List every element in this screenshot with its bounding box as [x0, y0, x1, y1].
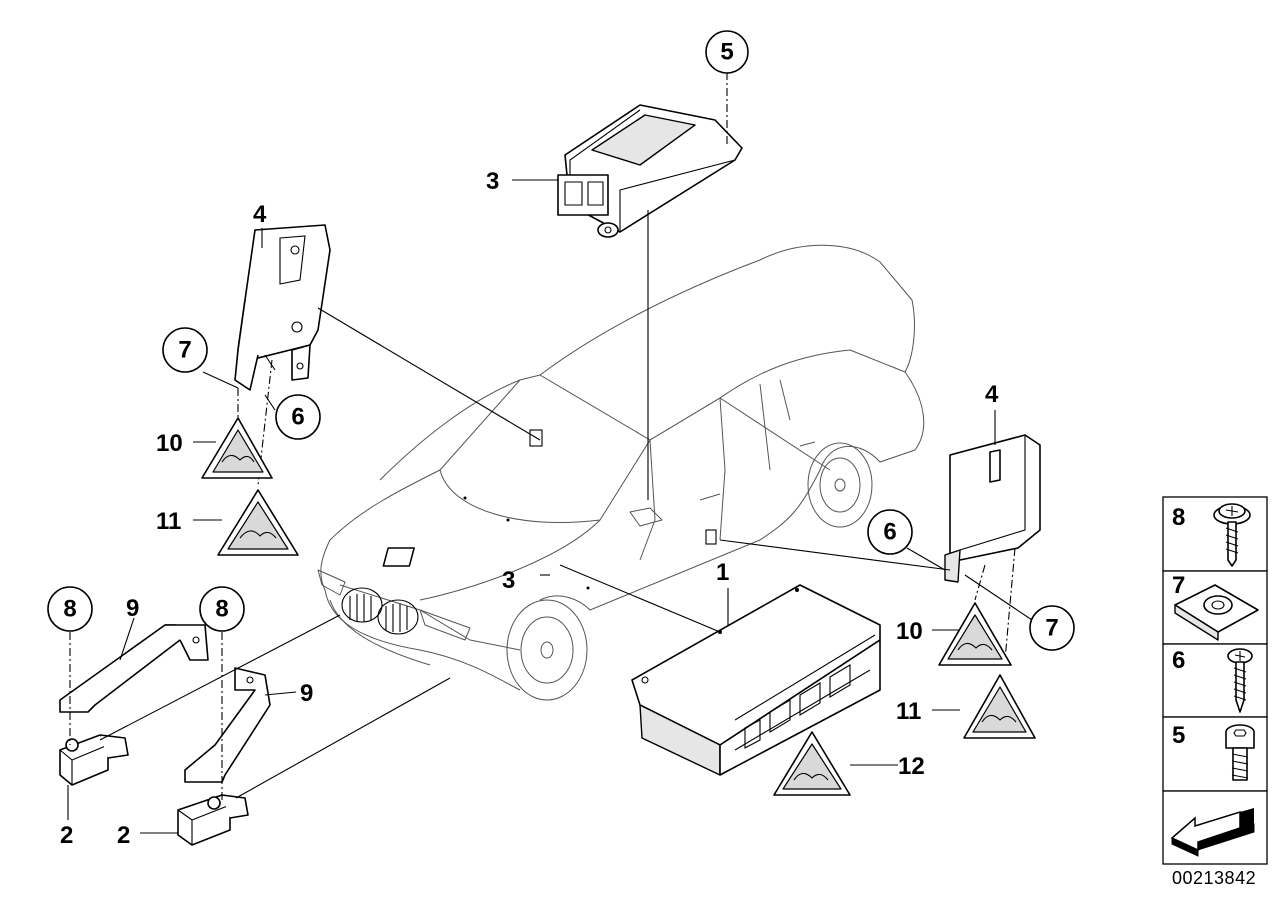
bracket-nine-b: [184, 667, 271, 783]
callout-bubble-8-right: 8: [199, 586, 245, 632]
control-unit-main: [631, 584, 881, 776]
callout-label-4-right: 4: [985, 381, 999, 408]
warning-label-10-right: [938, 602, 1012, 666]
warning-label-11-right: [963, 674, 1036, 739]
callout-label-3-top: 3: [486, 168, 499, 195]
legend-number-7: 7: [1172, 572, 1185, 599]
callout-bubble-6-right: 6: [867, 509, 913, 555]
callout-label-10-left: 10: [156, 430, 183, 457]
callout-label-2-left: 2: [60, 822, 73, 849]
legend-number-6: 6: [1172, 647, 1185, 674]
crash-sensor-b: [177, 794, 249, 846]
callout-bubble-7-left: 7: [162, 327, 208, 373]
callout-label-11-right: 11: [896, 698, 921, 725]
svg-text:6: 6: [883, 519, 896, 546]
legend-number-5: 5: [1172, 722, 1185, 749]
svg-text:6: 6: [291, 404, 304, 431]
self-tapping-screw-icon: [1227, 648, 1253, 713]
sensor-module-right: [944, 434, 1041, 583]
clip-nut-icon: [1174, 584, 1259, 641]
callout-label-2-right: 2: [117, 822, 130, 849]
callout-label-1: 1: [716, 559, 729, 586]
callout-bubble-5: 5: [705, 30, 749, 74]
warning-label-10-left: [201, 417, 273, 479]
legend-number-8: 8: [1172, 504, 1185, 531]
bracket-left: [234, 224, 331, 391]
diagram-id: 00213842: [1172, 868, 1257, 888]
callout-bubble-8-left: 8: [47, 586, 93, 632]
screw-with-washer-icon: [1213, 503, 1251, 567]
airbag-control-unit: [557, 104, 743, 238]
hex-socket-bolt-icon: [1225, 724, 1255, 781]
bracket-nine-a: [59, 624, 209, 713]
callout-label-12: 12: [898, 753, 925, 780]
callout-bubble-6-left: 6: [275, 394, 321, 440]
callout-label-3-car: 3: [502, 567, 515, 594]
callout-bubble-7-right: 7: [1029, 605, 1075, 651]
fastener-legend: 8 7 6 5: [1162, 496, 1268, 865]
callout-label-9-right: 9: [300, 680, 313, 707]
car-outline: [317, 244, 925, 701]
crash-sensor-a: [59, 734, 129, 786]
direction-arrow-icon: [1170, 808, 1255, 857]
svg-text:8: 8: [63, 596, 76, 623]
callout-label-10-right: 10: [896, 618, 923, 645]
svg-text:7: 7: [178, 337, 191, 364]
svg-text:8: 8: [215, 596, 228, 623]
warning-label-11-left: [217, 489, 299, 556]
callout-label-11-left: 11: [156, 508, 181, 535]
callout-label-9-left: 9: [126, 595, 139, 622]
warning-label-12: [773, 731, 851, 796]
leader-lines: [67, 72, 1033, 834]
svg-text:5: 5: [720, 39, 733, 66]
svg-text:7: 7: [1045, 615, 1058, 642]
callout-label-4-left: 4: [253, 201, 267, 228]
